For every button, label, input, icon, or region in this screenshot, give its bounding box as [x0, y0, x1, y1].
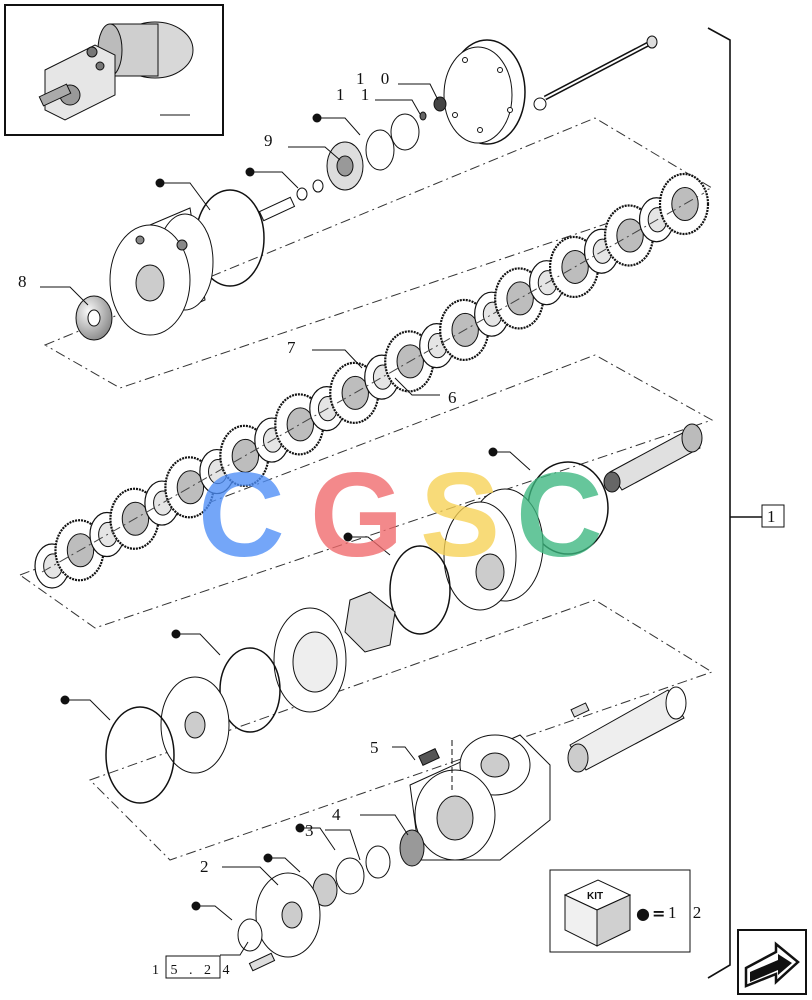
callout-labels: 1 0 1 1 9 8 7 6 5 4 3 2 — [18, 69, 463, 876]
disc-bore — [506, 281, 534, 316]
disc-axis-line — [41, 192, 705, 573]
kit-marker-dots — [60, 113, 498, 911]
splined-shaft — [603, 423, 703, 493]
callout-8[interactable]: 8 — [18, 272, 33, 291]
callout-6[interactable]: 6 — [448, 388, 463, 407]
gear-housing — [443, 461, 609, 611]
reference-label: 1 5 . 2 4 — [152, 963, 234, 978]
watermark: C G S C — [198, 448, 603, 582]
watermark-letter-s: S — [420, 448, 500, 582]
housing-upper — [75, 189, 265, 341]
callout-7[interactable]: 7 — [287, 338, 302, 357]
check-valve-parts — [258, 96, 447, 222]
disc-bore — [616, 218, 644, 253]
callout-5[interactable]: 5 — [370, 738, 385, 757]
callout-9[interactable]: 9 — [264, 131, 279, 150]
end-cover — [443, 39, 526, 145]
callout-10[interactable]: 1 0 — [356, 69, 395, 88]
kit-equals: = — [652, 904, 665, 923]
kit-label: KIT — [587, 891, 603, 902]
arrow-right-icon — [744, 941, 800, 988]
disc-bore — [286, 407, 315, 442]
watermark-letter-g: G — [310, 448, 403, 582]
assembly-panels — [18, 117, 714, 861]
reference-link[interactable]: 1 5 . 2 4 — [152, 955, 234, 979]
callout-1-box[interactable]: 1 — [761, 504, 785, 528]
kit-box-icon — [563, 879, 632, 947]
callout-2[interactable]: 2 — [200, 857, 215, 876]
callout-3[interactable]: 3 — [305, 821, 320, 840]
watermark-letter-c1: C — [198, 448, 285, 582]
callout-1: 1 — [767, 507, 782, 526]
callout-4[interactable]: 4 — [332, 805, 347, 824]
drive-shaft — [567, 686, 687, 773]
thumbnail-motor — [4, 4, 224, 136]
kit-number: 1 2 — [668, 903, 707, 922]
next-page-button[interactable] — [737, 929, 807, 995]
kit-dot: ● — [636, 904, 650, 923]
group-bracket — [707, 27, 762, 979]
kit-legend: KIT ● = 1 2 — [549, 869, 707, 953]
watermark-letter-c2: C — [516, 448, 603, 582]
motor-body — [409, 734, 551, 861]
seal-parts — [237, 829, 425, 972]
disc-bore — [176, 470, 205, 505]
rotor-parts — [105, 545, 451, 804]
leader-lines — [40, 83, 531, 956]
tie-rod — [533, 35, 658, 111]
callout-11[interactable]: 1 1 — [336, 85, 375, 104]
friction-disc-stack — [34, 172, 710, 589]
